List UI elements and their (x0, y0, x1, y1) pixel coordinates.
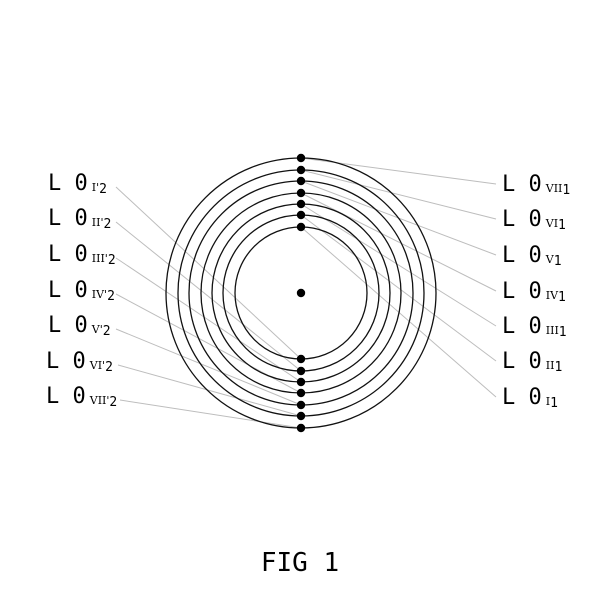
top-dot-6 (296, 165, 306, 175)
label-index: 1 (554, 360, 563, 375)
label-sub: VI (545, 217, 559, 230)
label-index: 2 (99, 182, 107, 197)
bottom-dot-2 (296, 366, 306, 376)
label-index: 1 (553, 254, 562, 269)
label-sub: III (545, 324, 559, 337)
top-dot-1 (296, 222, 306, 232)
figure-caption: FIG 1 (260, 548, 340, 578)
leader-line-right-4 (300, 192, 497, 292)
label-sub: IV (545, 289, 559, 302)
label-main: L 0 (46, 349, 86, 374)
leader-line-right-7 (300, 226, 497, 398)
label-main: L 0 (502, 207, 542, 232)
top-dot-2 (296, 210, 306, 220)
leader-line-left-7 (119, 399, 302, 429)
label-main: L 0 (502, 279, 542, 304)
label-sub: I' (91, 181, 100, 194)
leader-line-right-2 (300, 169, 497, 220)
bottom-dot-4 (296, 388, 306, 398)
label-index: 2 (107, 289, 115, 304)
leader-line-left-5 (115, 328, 302, 406)
dots (296, 153, 306, 433)
label-index: 2 (109, 395, 118, 410)
bottom-dot-5 (296, 400, 306, 410)
label-main: L 0 (502, 349, 542, 374)
bottom-dot-6 (296, 411, 306, 421)
top-dot-3 (296, 199, 306, 209)
label-sub: I (545, 395, 551, 408)
bottom-dot-3 (296, 377, 306, 387)
label-sub: II (545, 359, 555, 372)
label-main: L 0 (502, 314, 542, 339)
leader-lines (115, 157, 497, 429)
label-sub: V' (91, 323, 103, 336)
leader-line-right-6 (300, 214, 497, 362)
leader-line-right-5 (300, 203, 497, 327)
label-index: 1 (558, 325, 567, 340)
leader-line-left-1 (115, 186, 302, 360)
top-dot-7 (296, 153, 306, 163)
label-sub: VI' (89, 359, 106, 372)
label-sub: V (545, 253, 554, 266)
label-main: L 0 (48, 206, 88, 231)
label-index: 2 (102, 324, 111, 339)
leader-line-left-2 (115, 221, 302, 372)
label-sub: IV' (91, 288, 108, 301)
bottom-dot-1 (296, 354, 306, 364)
label-sub: III' (91, 252, 108, 265)
center-dot (296, 288, 306, 298)
leader-line-left-6 (117, 364, 302, 417)
top-dot-4 (296, 188, 306, 198)
label-main: L 0 (48, 171, 88, 196)
label-main: L 0 (502, 172, 542, 197)
label-main: L 0 (48, 313, 88, 338)
label-index: 1 (550, 396, 558, 411)
top-dot-5 (296, 176, 306, 186)
label-index: 2 (103, 217, 112, 232)
label-sub: VII' (89, 394, 110, 407)
label-index: 2 (105, 360, 113, 375)
label-index: 1 (558, 290, 566, 305)
label-main: L 0 (48, 242, 88, 267)
label-sub: VII (545, 182, 563, 195)
label-index: 1 (558, 218, 566, 233)
label-main: L 0 (48, 278, 88, 303)
label-main: L 0 (502, 243, 542, 268)
label-main: L 0 (46, 384, 86, 409)
label-index: 2 (107, 253, 116, 268)
label-sub: II' (91, 216, 104, 229)
bottom-dot-7 (296, 423, 306, 433)
label-index: 1 (562, 183, 571, 198)
leader-line-right-1 (300, 157, 497, 185)
leader-line-left-3 (115, 257, 302, 383)
label-main: L 0 (502, 385, 542, 410)
